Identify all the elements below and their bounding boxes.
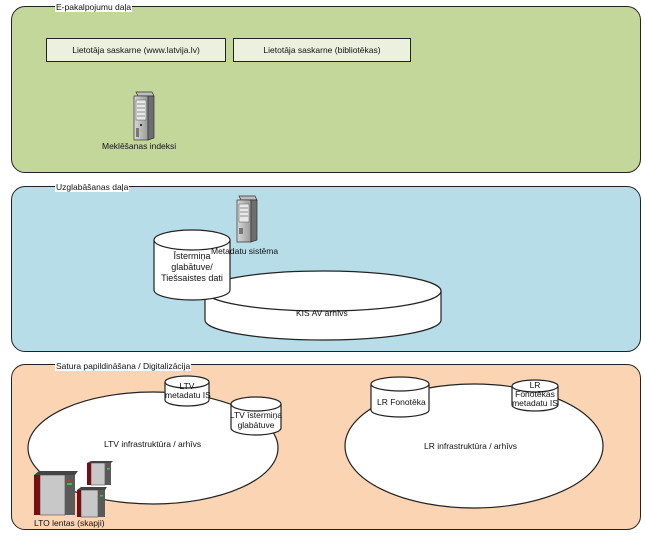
ltv-short-term-label: LTV īstermiņa glabātuve xyxy=(229,410,283,430)
lr-fonoteka-metadata-cylinder xyxy=(511,379,559,412)
epak-section-panel xyxy=(11,6,641,173)
ltv-metadata-line-2: metadatu IS xyxy=(165,390,211,400)
short-term-storage-cylinder xyxy=(153,229,231,301)
lr-fonoteka-metadata-line-1: LR xyxy=(529,380,541,390)
ltv-metadata-label: LTV metadatu IS xyxy=(165,381,211,400)
metadata-system-server-icon xyxy=(236,195,258,243)
kis-av-archive-cylinder xyxy=(204,270,442,341)
storage-section-title: Uzglabāšanas daļa xyxy=(55,182,130,192)
short-term-line-3: Tiešsaistes dati xyxy=(161,273,223,283)
ui-box-libraries: Lietotāja saskarne (bibliotēkas) xyxy=(233,38,411,62)
ltv-short-term-cylinder xyxy=(230,396,282,436)
ui-box-libraries-label: Lietotāja saskarne (bibliotēkas) xyxy=(263,45,381,55)
short-term-line-2: glabātuve/ xyxy=(171,262,213,272)
ltv-short-term-line-2: glabātuve xyxy=(237,420,275,430)
ltv-metadata-line-1: LTV xyxy=(179,381,195,391)
epak-section-title: E-pakalpojumu daļa xyxy=(55,2,133,12)
ltv-short-term-line-1: LTV īstermiņa xyxy=(229,410,283,420)
tape-library-cabinet-icon xyxy=(34,461,113,518)
metadata-system-label: Metadatu sistēma xyxy=(211,246,279,256)
search-index-server-icon xyxy=(133,91,155,141)
lto-label: LTO lentas (skapji) xyxy=(34,518,105,528)
lr-fonoteka-metadata-label: LR Fonotēkas metadatu IS xyxy=(510,381,560,408)
search-index-label: Meklēšanas indeksi xyxy=(102,141,177,151)
lr-fonoteka-cylinder xyxy=(370,376,430,418)
lr-fonoteka-label: LR Fonotēka xyxy=(377,397,426,407)
content-section-title: Satura papildināšana / Digitalizācija xyxy=(55,361,192,371)
kis-av-archive-label: KIS AV arhīvs xyxy=(296,308,348,318)
ui-box-latvija: Lietotāja saskarne (www.latvija.lv) xyxy=(46,38,226,62)
ltv-metadata-cylinder xyxy=(164,375,210,407)
short-term-storage-label: Īstermiņa glabātuve/ Tiešsaistes dati xyxy=(157,251,227,284)
ltv-infrastructure-label: LTV infrastruktūra / arhīvs xyxy=(104,439,202,449)
ui-box-latvija-label: Lietotāja saskarne (www.latvija.lv) xyxy=(72,45,200,55)
lr-fonoteka-metadata-line-2: Fonotēkas xyxy=(515,389,555,399)
lr-infrastructure-label: LR infrastruktūra / arhīvs xyxy=(424,441,518,451)
short-term-line-1: Īstermiņa xyxy=(173,251,211,261)
lr-fonoteka-metadata-line-3: metadatu IS xyxy=(512,398,558,408)
